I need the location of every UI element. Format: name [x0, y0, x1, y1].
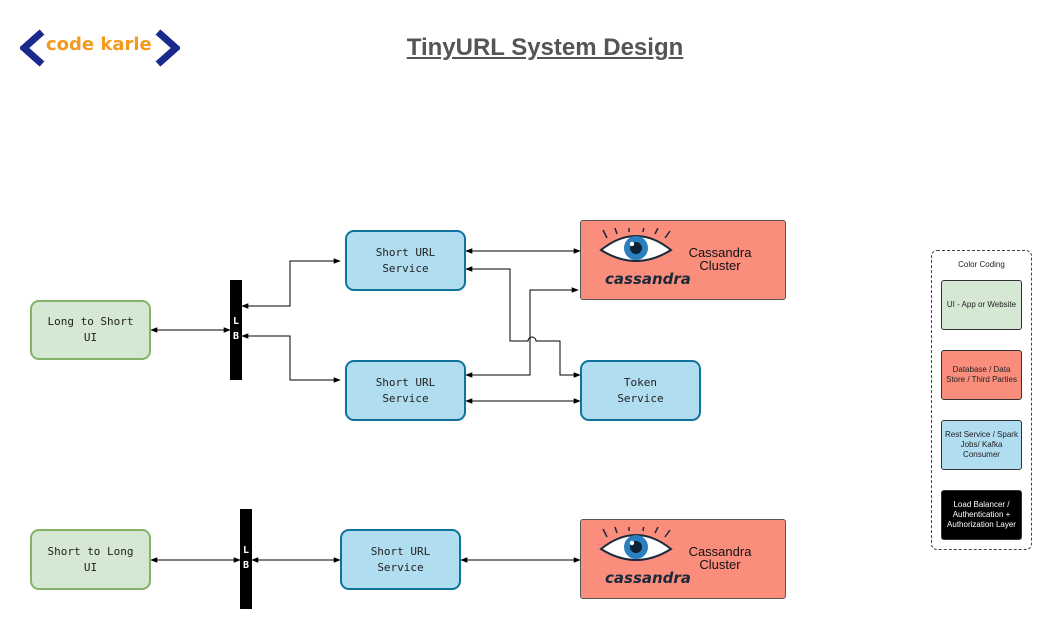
lb-letter: L — [242, 545, 250, 556]
load-balancer-bottom: L B — [240, 509, 252, 609]
edge-service-1-to-token — [465, 266, 581, 378]
lb-letter: L — [232, 316, 240, 327]
edge-service-2-to-cassandra — [465, 287, 579, 378]
cassandra-eye-icon — [599, 527, 673, 561]
short-url-service-1: Short URL Service — [345, 230, 466, 291]
cassandra-eye-icon — [599, 228, 673, 262]
color-coding-legend: Color Coding UI - App or Website Databas… — [931, 250, 1032, 550]
legend-item-database: Database / Data Store / Third Parties — [941, 350, 1022, 400]
logo-text: code karle — [46, 34, 152, 55]
load-balancer-top: L B — [230, 280, 242, 380]
token-service: Token Service — [580, 360, 701, 421]
legend-item-ui: UI - App or Website — [941, 280, 1022, 330]
cassandra-cluster-1: cassandra Cassandra Cluster — [580, 220, 786, 300]
cassandra-cluster-2: cassandra Cassandra Cluster — [580, 519, 786, 599]
short-url-service-3: Short URL Service — [340, 529, 461, 590]
short-to-long-ui: Short to Long UI — [30, 529, 151, 590]
lb-letter: B — [232, 331, 240, 342]
cassandra-wordmark: cassandra — [605, 569, 691, 587]
cassandra-wordmark: cassandra — [605, 270, 691, 288]
short-url-service-2: Short URL Service — [345, 360, 466, 421]
cassandra-cluster-label: Cassandra Cluster — [688, 245, 752, 273]
legend-item-service: Rest Service / Spark Jobs/ Kafka Consume… — [941, 420, 1022, 470]
legend-title: Color Coding — [958, 260, 1005, 269]
page-title: TinyURL System Design — [406, 34, 684, 61]
legend-item-load-balancer: Load Balancer / Authentication + Authori… — [941, 490, 1022, 540]
code-karle-logo: code karle — [20, 28, 180, 68]
long-to-short-ui: Long to Short UI — [30, 300, 151, 360]
cassandra-cluster-label: Cassandra Cluster — [688, 544, 752, 572]
edge-lb-to-service-1 — [241, 258, 341, 309]
edge-lb-to-service-2 — [241, 333, 341, 383]
logo-brackets-icon — [20, 29, 180, 67]
lb-letter: B — [242, 560, 250, 571]
